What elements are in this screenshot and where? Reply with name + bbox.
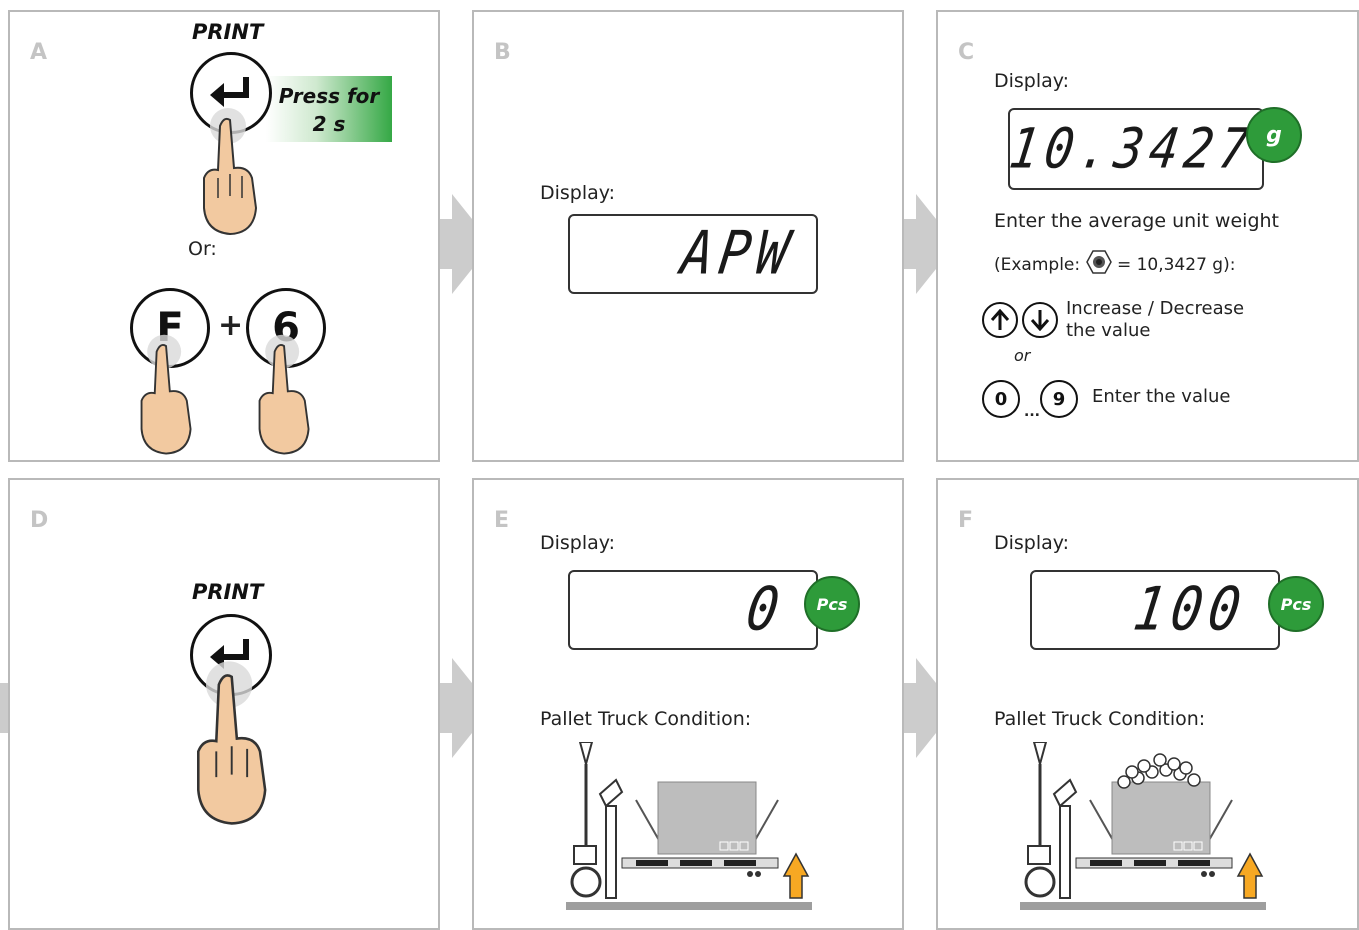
print-key[interactable]: [190, 52, 272, 134]
plus-sign: +: [218, 308, 244, 343]
press-text-line2: 2 s: [312, 112, 346, 136]
hand-press-f-icon: [140, 334, 192, 455]
zero-key-label: 0: [994, 388, 1008, 410]
up-arrow-key[interactable]: [982, 302, 1018, 338]
panel-b: B Display: APW: [472, 10, 904, 462]
instruction-text: Enter the average unit weight: [994, 210, 1279, 232]
display-label: Display:: [994, 532, 1070, 554]
unit-badge: Pcs: [804, 576, 860, 632]
press-text-line1: Press for: [278, 84, 380, 108]
panel-f: F Display: 100 Pcs Pallet Truck Conditio…: [936, 478, 1359, 930]
ellipsis: ...: [1024, 404, 1040, 420]
display-value: 100: [1129, 575, 1251, 645]
panel-letter: E: [494, 508, 510, 533]
scale-display: 0: [568, 570, 818, 650]
increase-decrease-line1: Increase / Decrease: [1066, 298, 1245, 319]
enter-value-text: Enter the value: [1092, 386, 1231, 407]
enter-key-icon: [210, 77, 249, 107]
display-label: Display:: [540, 182, 616, 204]
display-label: Display:: [540, 532, 616, 554]
display-value: 10.3427: [1005, 116, 1259, 182]
lift-arrow-icon: [1236, 852, 1264, 899]
panel-letter: F: [958, 508, 974, 533]
unit-label: Pcs: [1280, 594, 1312, 614]
nine-key-label: 9: [1052, 388, 1066, 410]
hand-press-icon: [197, 661, 267, 825]
hand-press-6-icon: [258, 334, 310, 455]
example-prefix: (Example:: [994, 255, 1081, 275]
example-text: (Example: = 10,3427 g):: [994, 250, 1235, 275]
panel-e: E Display: 0 Pcs Pallet Truck Condition:: [472, 478, 904, 930]
unit-badge: Pcs: [1268, 576, 1324, 632]
nut-icon: [1085, 250, 1112, 274]
nine-key[interactable]: 9: [1040, 380, 1078, 418]
scale-display: 100: [1030, 570, 1280, 650]
unit-label: Pcs: [816, 594, 848, 614]
press-duration-badge: Press for 2 s: [266, 76, 392, 142]
display-value: APW: [677, 219, 799, 289]
increase-decrease-line2: the value: [1066, 320, 1151, 341]
panel-letter: D: [30, 508, 49, 533]
down-arrow-key[interactable]: [1022, 302, 1058, 338]
lift-arrow-icon: [782, 852, 810, 899]
scale-display: APW: [568, 214, 818, 294]
pallet-label: Pallet Truck Condition:: [540, 708, 752, 730]
unit-label: g: [1266, 122, 1282, 148]
panel-c: C Display: 10.3427 g Enter the average u…: [936, 10, 1359, 462]
unit-badge: g: [1246, 107, 1302, 163]
panel-letter: A: [30, 40, 48, 65]
example-suffix: = 10,3427 g):: [1116, 255, 1236, 275]
pallet-truck-loaded-icon: [1020, 742, 1266, 910]
display-value: 0: [741, 575, 789, 645]
zero-key[interactable]: 0: [982, 380, 1020, 418]
panel-d: D PRINT: [8, 478, 440, 930]
enter-key-icon: [210, 639, 249, 669]
increase-decrease-text: Increase / Decrease the value: [1066, 298, 1244, 342]
or-text: or: [1014, 346, 1031, 365]
panel-letter: C: [958, 40, 975, 65]
print-label: PRINT: [192, 580, 264, 604]
panel-letter: B: [494, 40, 512, 65]
print-label: PRINT: [192, 20, 264, 44]
display-label: Display:: [994, 70, 1070, 92]
hand-press-icon: [203, 108, 258, 236]
nuts-pile-icon: [1117, 753, 1201, 789]
down-arrow-key-icon: [1030, 310, 1050, 331]
panel-a: A PRINT Press for 2 s Or: F + 6: [8, 10, 440, 462]
scale-display: 10.3427: [1005, 108, 1264, 190]
pallet-label: Pallet Truck Condition:: [994, 708, 1206, 730]
pallet-truck-icon: [566, 742, 812, 910]
or-label: Or:: [188, 238, 217, 260]
up-arrow-key-icon: [990, 309, 1010, 330]
